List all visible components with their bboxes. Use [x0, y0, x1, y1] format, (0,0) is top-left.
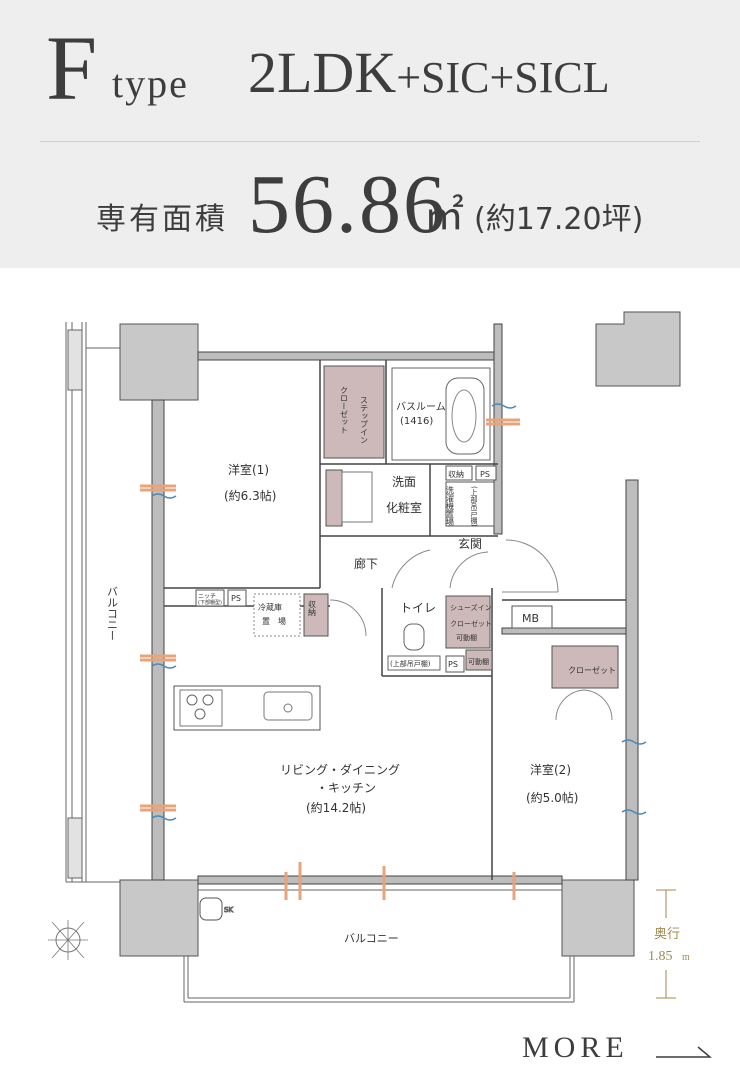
toilet-label: トイレ — [400, 601, 436, 615]
area-unit: ㎡ — [424, 193, 464, 238]
toilet: トイレ (上部吊戸棚) PS シューズイン クローゼット 可動棚 可動棚 — [387, 595, 493, 673]
step-in-closet: クローゼット ステップイン — [323, 365, 385, 459]
washer-shelf: (上部吊戸棚) — [470, 486, 478, 527]
bathroom-size: (1416) — [400, 416, 433, 427]
washer-label: 洗濯機置場 — [446, 485, 455, 527]
corridor: 廊下 玄関 — [354, 536, 559, 593]
balcony-bottom-label: バルコニー — [344, 932, 399, 945]
sk-label: SK — [224, 906, 233, 914]
layout-main: 2LDK — [248, 40, 397, 105]
floor-plan: クローゼット ステップイン バスルーム (1416) 洗面 化粧室 収納 PS … — [48, 311, 690, 1003]
ps-b: PS — [448, 660, 458, 669]
closet-label: クローゼット — [568, 665, 616, 675]
toilet-shelf: (上部吊戸棚) — [390, 659, 431, 668]
western2-size: (約5.0帖) — [526, 790, 578, 805]
bathroom-label: バスルーム — [396, 401, 446, 413]
balcony-side-label: バルコニー — [106, 586, 119, 641]
header-divider — [40, 141, 700, 142]
type-word: type — [112, 61, 189, 106]
closet-v-label: クローゼット — [340, 386, 349, 434]
ventilation-marks — [140, 403, 647, 900]
western-room-1: 洋室(1) (約6.3帖) ニッチ (下部棚型) PS 冷蔵庫 置 場 収納 — [195, 462, 367, 637]
movable-shelf-label: 可動棚 — [456, 633, 477, 642]
compass-icon — [48, 920, 88, 960]
niche-sub: (下部棚型) — [198, 599, 222, 606]
more-link[interactable]: MORE — [522, 1031, 629, 1064]
left-balcony — [65, 322, 122, 883]
ps-c: PS — [231, 594, 241, 603]
shoes-closet-label: クローゼット — [450, 619, 492, 628]
washroom-label2: 化粧室 — [386, 500, 422, 515]
movable-shelf-label2: 可動棚 — [468, 657, 489, 666]
western1-size: (約6.3帖) — [224, 488, 276, 503]
layout-suffix: +SIC+SICL — [396, 53, 610, 102]
depth-label: 奥行 — [654, 927, 680, 942]
niche-label: ニッチ — [198, 593, 216, 600]
shoes-in-label: シューズイン — [450, 603, 492, 612]
area-tsubo: (約17.20坪) — [474, 202, 644, 237]
depth-unit: m — [682, 952, 690, 963]
ps-a: PS — [480, 470, 490, 479]
western2-label: 洋室(2) — [530, 762, 571, 777]
step-in-label: ステップイン — [360, 396, 369, 444]
arrow-right-icon[interactable] — [656, 1044, 712, 1058]
layout-name: 2LDK+SIC+SICL — [248, 40, 610, 111]
washroom-label1: 洗面 — [392, 475, 416, 489]
ldk-label2: ・キッチン — [316, 781, 376, 795]
balcony-labels: バルコニー バルコニー — [106, 586, 399, 945]
depth-dimension: 奥行 1.85 m — [646, 889, 690, 999]
entrance-label: 玄関 — [458, 536, 482, 551]
fridge-label1: 冷蔵庫 — [258, 602, 282, 612]
washroom: 洗面 化粧室 収納 PS 洗濯機置場 (上部吊戸棚) — [325, 465, 497, 527]
western1-label: 洋室(1) — [228, 462, 269, 477]
western-room-2: クローゼット 洋室(2) (約5.0帖) — [526, 645, 619, 805]
exterior-walls — [151, 323, 639, 885]
bathroom: バスルーム (1416) — [391, 367, 491, 461]
kitchen — [173, 685, 321, 731]
depth-value: 1.85 — [648, 949, 673, 964]
type-letter: F — [46, 17, 98, 119]
bottom-balcony: SK — [183, 889, 575, 1003]
ldk-label1: リビング・ダイニング — [280, 762, 400, 777]
ldk-size: (約14.2帖) — [306, 800, 366, 815]
area-label: 専有面積 — [96, 202, 228, 237]
storage-a: 収納 — [448, 469, 464, 479]
columns — [119, 311, 681, 957]
mb: MB — [511, 605, 553, 629]
area-value: 56.86 — [248, 158, 447, 251]
storage-b: 収納 — [308, 599, 317, 617]
interior-walls — [164, 360, 626, 880]
ldk: リビング・ダイニング ・キッチン (約14.2帖) — [280, 762, 400, 815]
plan-header: F type 2LDK+SIC+SICL 専有面積 56.86 ㎡ (約17.2… — [0, 0, 740, 268]
mb-label: MB — [522, 612, 539, 625]
corridor-label: 廊下 — [354, 556, 378, 571]
fridge-label2: 置 場 — [262, 616, 286, 626]
